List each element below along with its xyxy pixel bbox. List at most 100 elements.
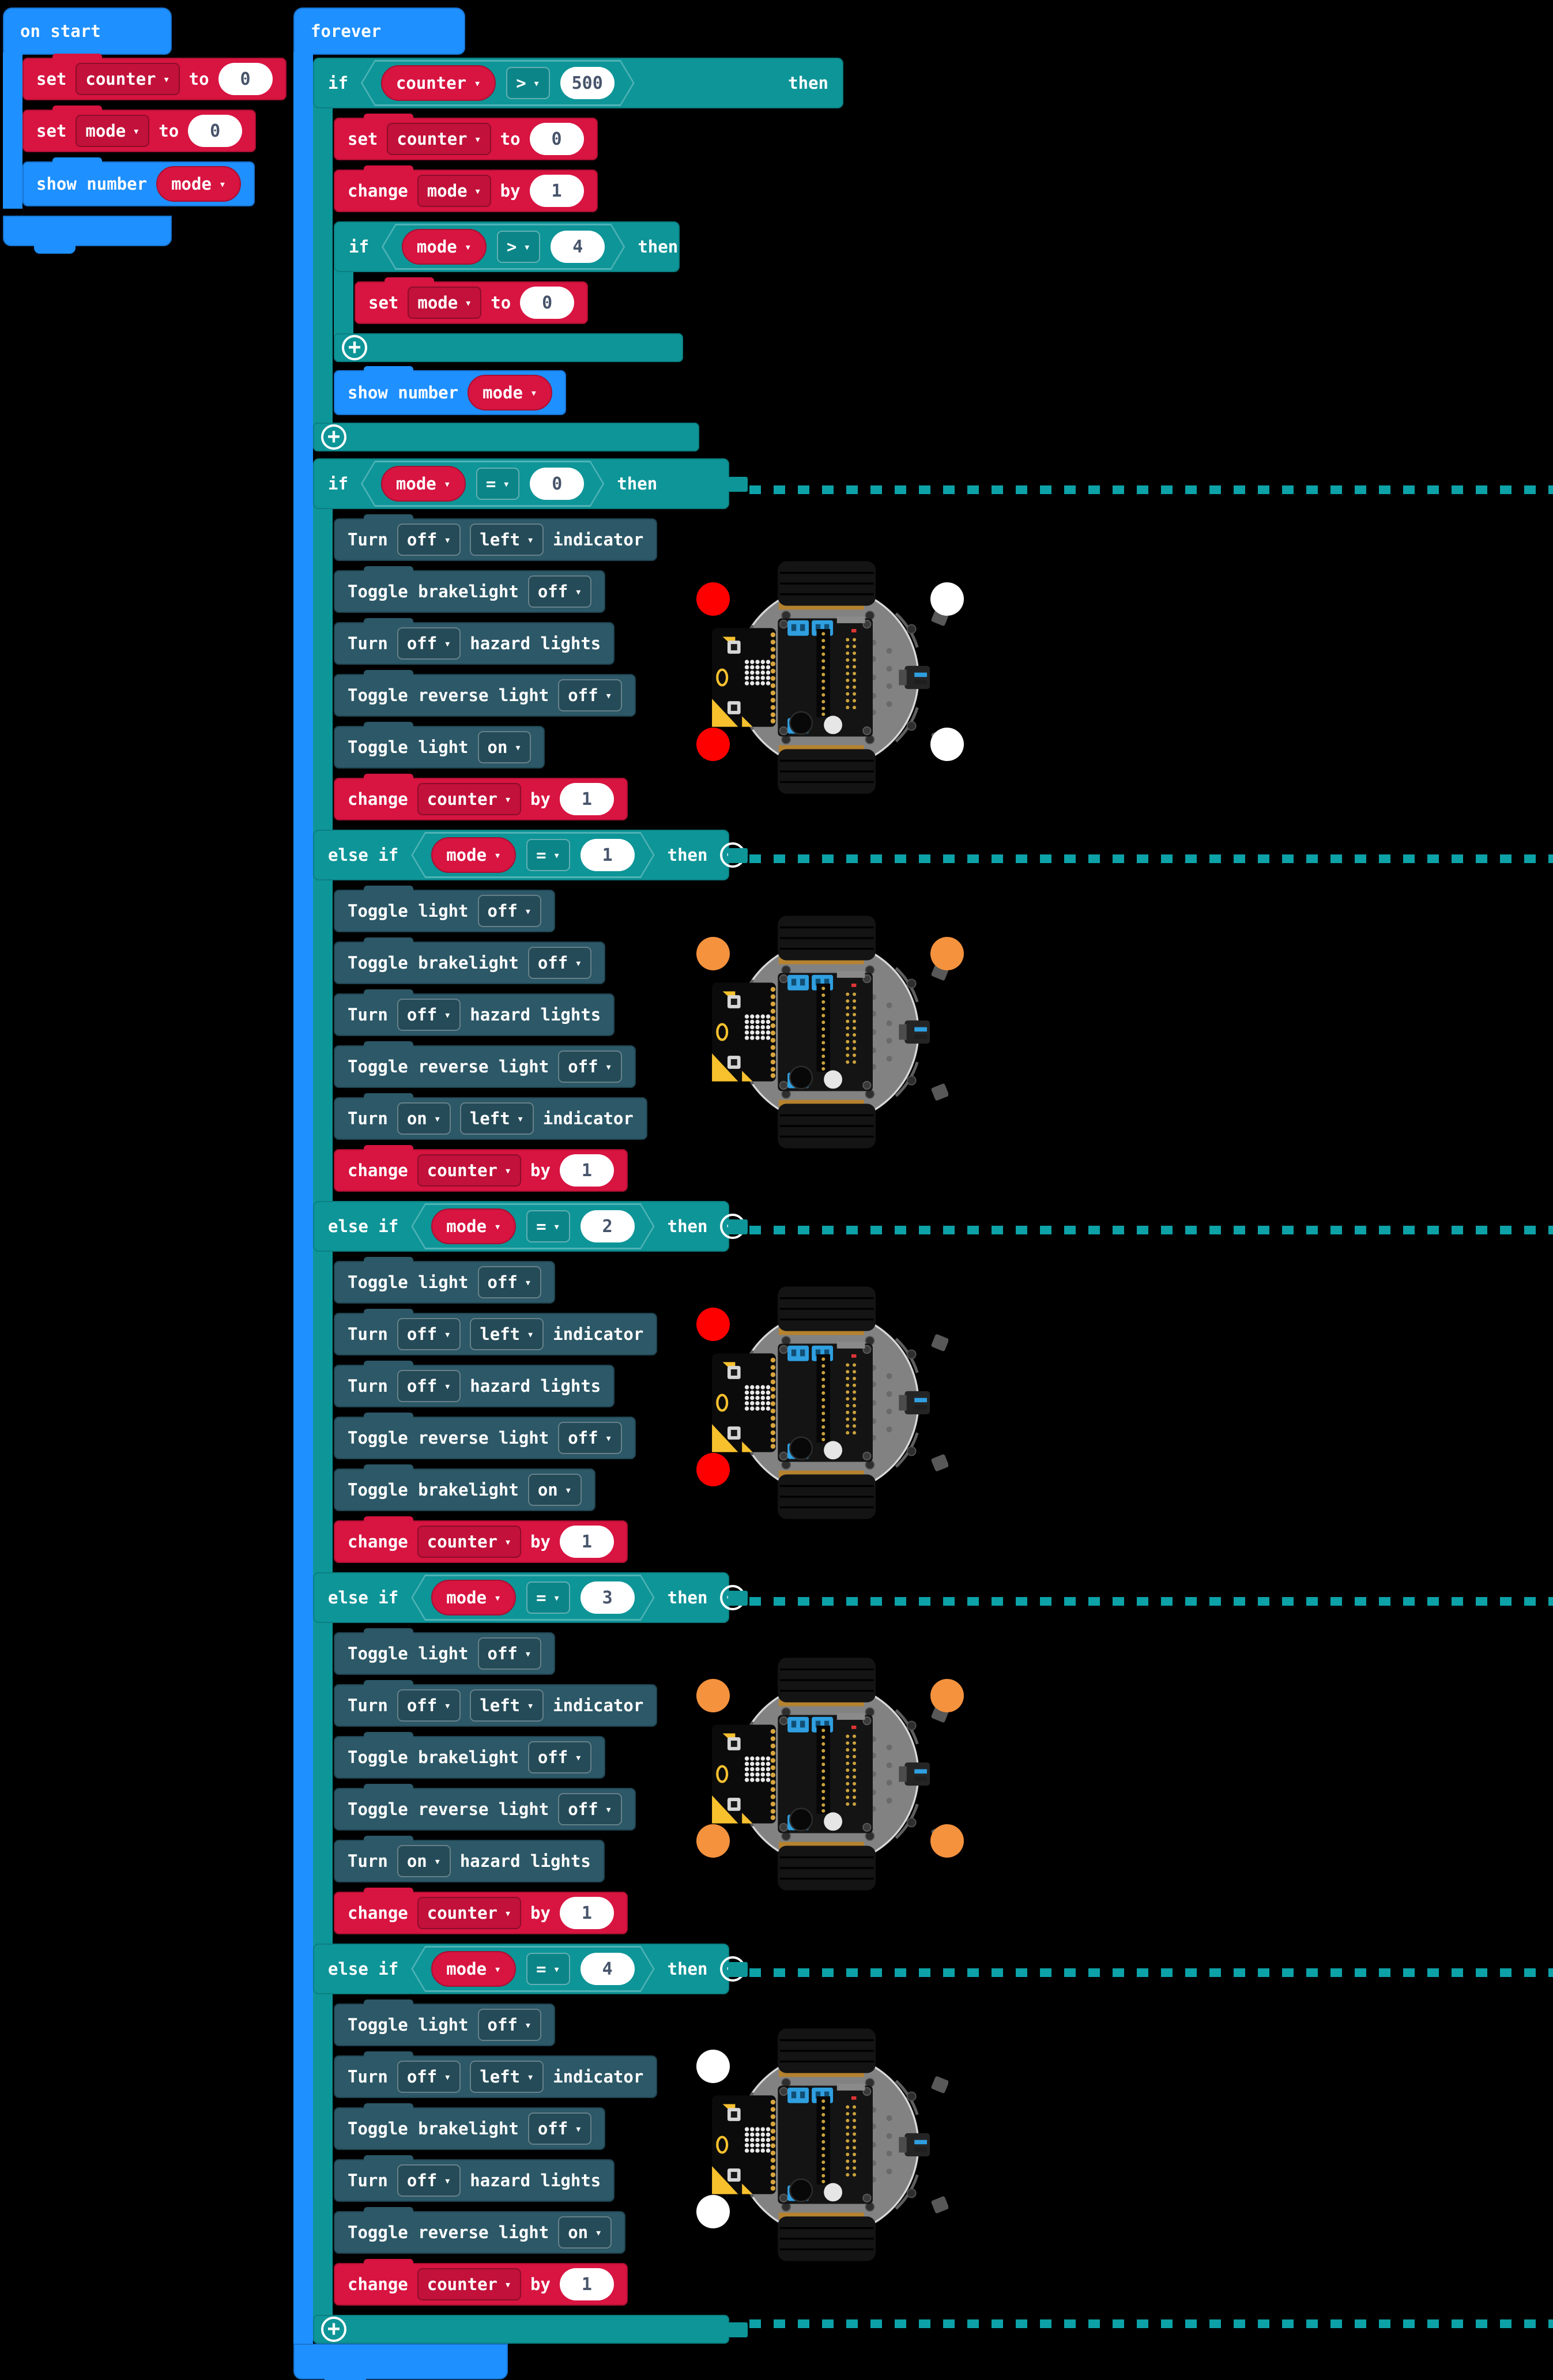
number-input[interactable]: 0 <box>218 63 273 95</box>
dropdown-counter[interactable]: counter▾ <box>417 1526 522 1558</box>
variable-pill-mode[interactable]: mode▾ <box>402 229 487 265</box>
dropdown-=[interactable]: =▾ <box>526 1210 570 1242</box>
c-block-bottom-bar[interactable]: + <box>313 2315 748 2344</box>
number-input[interactable]: 4 <box>581 1953 635 1985</box>
dropdown-=[interactable]: =▾ <box>476 468 520 500</box>
add-block-icon[interactable]: + <box>321 2317 346 2342</box>
dropdown-mode[interactable]: mode▾ <box>76 115 150 147</box>
dropdown-on[interactable]: on▾ <box>477 731 532 763</box>
remove-block-icon[interactable]: − <box>720 1585 746 1610</box>
dropdown-counter[interactable]: counter▾ <box>417 783 522 815</box>
dropdown-off[interactable]: off▾ <box>558 679 622 711</box>
dropdown-left[interactable]: left▾ <box>470 1689 544 1722</box>
number-input[interactable]: 0 <box>529 123 584 155</box>
variable-pill-counter[interactable]: counter▾ <box>381 65 496 101</box>
forever-header[interactable]: forever <box>293 7 465 55</box>
dropdown-off[interactable]: off▾ <box>558 1050 622 1083</box>
dropdown-off[interactable]: off▾ <box>397 1689 461 1722</box>
dropdown-left[interactable]: left▾ <box>470 2061 544 2093</box>
dropdown-=[interactable]: =▾ <box>526 1581 570 1614</box>
remove-block-icon[interactable]: − <box>720 842 746 868</box>
on-start-header[interactable]: on start <box>3 7 172 55</box>
dropdown-left[interactable]: left▾ <box>459 1102 534 1135</box>
number-input[interactable]: 0 <box>188 115 243 147</box>
number-input[interactable]: 1 <box>529 175 584 207</box>
dropdown-left[interactable]: left▾ <box>470 1318 544 1350</box>
dropdown-counter[interactable]: counter▾ <box>387 123 491 155</box>
dropdown-off[interactable]: off▾ <box>527 575 592 608</box>
add-block-icon[interactable]: + <box>321 424 346 450</box>
dropdown-off[interactable]: off▾ <box>477 895 541 927</box>
dropdown-off[interactable]: off▾ <box>397 524 461 556</box>
dropdown-counter[interactable]: counter▾ <box>417 1897 522 1929</box>
dropdown-=[interactable]: =▾ <box>526 1953 570 1985</box>
number-input[interactable]: 0 <box>520 287 575 319</box>
dropdown-on[interactable]: on▾ <box>527 1474 582 1506</box>
dropdown-on[interactable]: on▾ <box>397 1102 451 1135</box>
dropdown->[interactable]: >▾ <box>506 67 550 99</box>
remove-block-icon[interactable]: − <box>720 1956 746 1982</box>
dropdown-off[interactable]: off▾ <box>527 1741 592 1773</box>
variable-pill-mode[interactable]: mode▾ <box>156 166 241 202</box>
dropdown-counter[interactable]: counter▾ <box>76 63 180 95</box>
dropdown-=[interactable]: =▾ <box>526 839 570 871</box>
dropdown-on[interactable]: on▾ <box>558 2216 612 2249</box>
dropdown-on[interactable]: on▾ <box>397 1845 451 1877</box>
dropdown-counter[interactable]: counter▾ <box>417 2268 522 2300</box>
dropdown-left[interactable]: left▾ <box>470 524 544 556</box>
variable-pill-mode[interactable]: mode▾ <box>431 1951 516 1987</box>
dropdown-off[interactable]: off▾ <box>397 1370 461 1402</box>
number-input[interactable]: 1 <box>581 839 635 871</box>
dropdown-mode[interactable]: mode▾ <box>417 175 491 207</box>
dropdown-off[interactable]: off▾ <box>397 2164 461 2197</box>
dropdown-off[interactable]: off▾ <box>477 2009 541 2041</box>
variable-pill-mode[interactable]: mode▾ <box>431 837 516 873</box>
c-block-bottom-bar[interactable]: + <box>334 333 683 362</box>
dropdown-off[interactable]: off▾ <box>397 999 461 1031</box>
add-block-icon[interactable]: + <box>342 335 367 360</box>
dropdown-off[interactable]: off▾ <box>527 2112 592 2145</box>
